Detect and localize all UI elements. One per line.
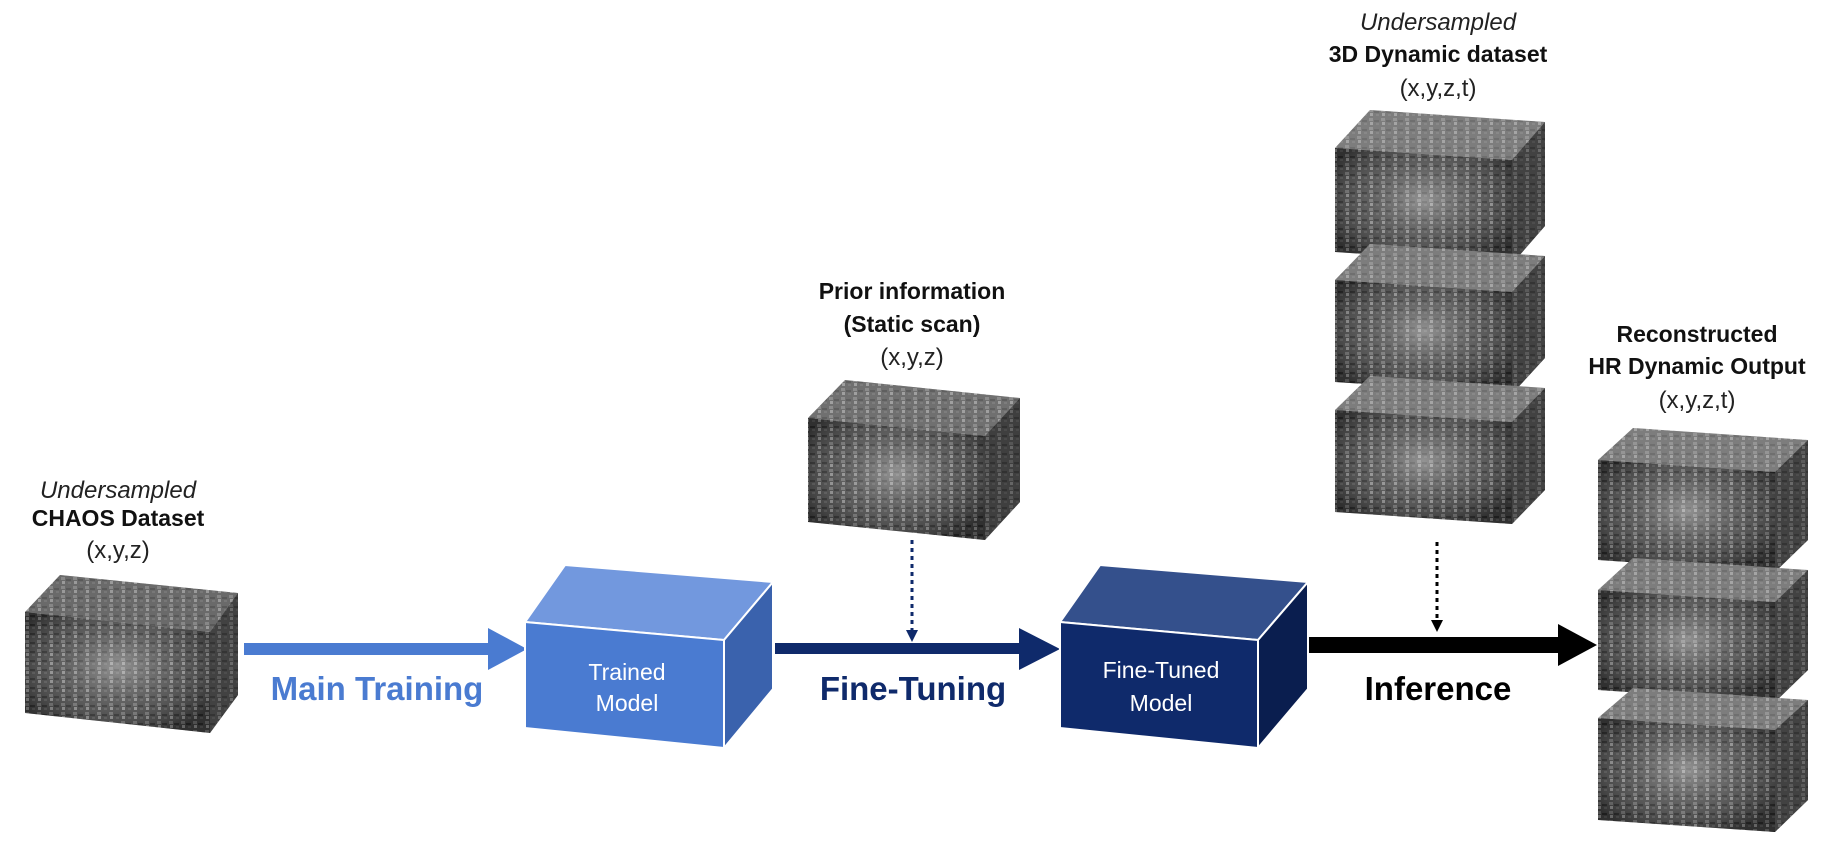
- dynamic-caption-line1: Undersampled: [1360, 9, 1517, 36]
- dynamic-mri-stack: [1335, 110, 1545, 524]
- dynamic-volume-2: [1335, 244, 1545, 394]
- output-volume-1: [1598, 428, 1808, 572]
- trained-model-label-line2: Model: [596, 690, 659, 716]
- output-caption-line2: HR Dynamic Output: [1588, 353, 1806, 379]
- dynamic-connector-head: [1431, 620, 1443, 632]
- chaos-caption: Undersampled CHAOS Dataset (x,y,z): [32, 477, 205, 564]
- prior-caption-line1: Prior information: [819, 278, 1006, 304]
- dynamic-volume-3: [1335, 376, 1545, 524]
- trained-model-cube: Trained Model: [523, 563, 776, 751]
- inference-arrow-shaft: [1309, 637, 1565, 653]
- main-training-label: Main Training: [271, 670, 484, 707]
- fine-tuning-arrow-shaft: [775, 643, 1023, 654]
- main-training-arrow-head: [488, 628, 527, 670]
- output-volume-3: [1598, 688, 1808, 832]
- prior-mri-volume: [808, 380, 1020, 540]
- finetuned-model-label-line2: Model: [1130, 690, 1193, 716]
- prior-caption: Prior information (Static scan) (x,y,z): [819, 278, 1006, 371]
- fine-tuning-arrow-head: [1019, 628, 1060, 670]
- dynamic-caption-line3: (x,y,z,t): [1400, 75, 1477, 102]
- output-volume-2: [1598, 558, 1808, 702]
- dynamic-volume-1: [1335, 110, 1545, 264]
- prior-caption-line3: (x,y,z): [880, 344, 944, 371]
- main-training-arrow: [244, 628, 527, 670]
- trained-model-label-line1: Trained: [588, 659, 665, 685]
- prior-connector-head: [906, 630, 918, 642]
- inference-arrow: [1309, 624, 1597, 666]
- output-caption-line3: (x,y,z,t): [1659, 387, 1736, 414]
- fine-tuning-arrow: [775, 628, 1060, 670]
- chaos-caption-line2: CHAOS Dataset: [32, 505, 205, 531]
- main-training-arrow-shaft: [244, 643, 492, 655]
- trained-model-front-face: [524, 620, 725, 750]
- chaos-mri-volume: [25, 575, 238, 733]
- inference-label: Inference: [1365, 670, 1512, 707]
- output-mri-stack: [1598, 428, 1808, 832]
- finetuned-model-label-line1: Fine-Tuned: [1103, 657, 1220, 683]
- output-caption: Reconstructed HR Dynamic Output (x,y,z,t…: [1588, 321, 1806, 414]
- prior-caption-line2: (Static scan): [844, 311, 981, 337]
- finetuned-model-cube: Fine-Tuned Model: [1058, 563, 1311, 751]
- inference-arrow-head: [1558, 624, 1597, 666]
- fine-tuning-label: Fine-Tuning: [820, 670, 1006, 707]
- chaos-caption-line1: Undersampled: [40, 477, 197, 504]
- output-caption-line1: Reconstructed: [1616, 321, 1777, 347]
- dynamic-caption: Undersampled 3D Dynamic dataset (x,y,z,t…: [1329, 9, 1548, 102]
- chaos-caption-line3: (x,y,z): [86, 537, 150, 564]
- finetuned-model-front-face: [1059, 620, 1259, 750]
- dynamic-caption-line2: 3D Dynamic dataset: [1329, 41, 1548, 67]
